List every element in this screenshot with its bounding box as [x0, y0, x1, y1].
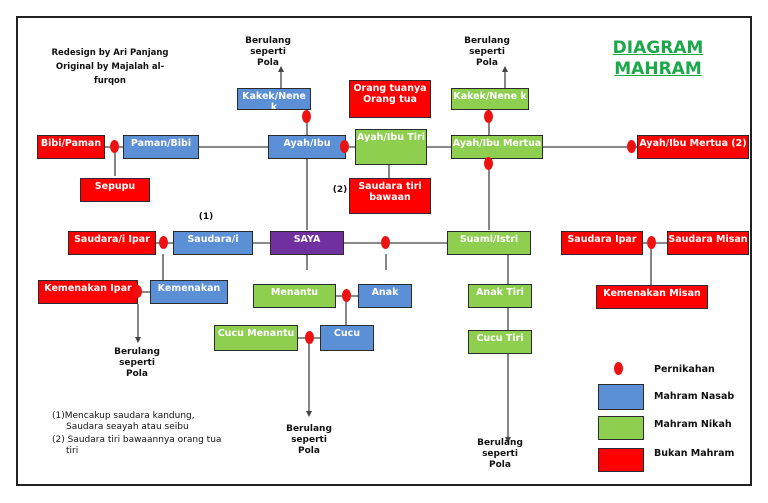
- node-saudara-i: Saudara/i: [173, 231, 253, 255]
- legend-mahram-nikah: Mahram Nikah: [654, 419, 732, 430]
- node-kakek-right: Kakek/Nene k: [451, 88, 529, 110]
- node-menantu: Menantu: [253, 284, 336, 308]
- node-ayah-ibu-mertua-bukan: Ayah/Ibu Mertua (2): [637, 135, 749, 159]
- node-saudara-ipar: Saudara/i Ipar: [68, 231, 156, 255]
- credit-line3: furqon: [94, 76, 126, 86]
- note-line: Pola: [489, 460, 511, 470]
- footnote-2b: tiri: [66, 446, 79, 456]
- marriage-dot-icon: [484, 157, 493, 170]
- marriage-dot-icon: [110, 140, 119, 153]
- credit-line2: Original by Majalah al-: [55, 62, 165, 72]
- note-line: Pola: [257, 58, 279, 68]
- footnote-1a: (1)Mencakup saudara kandung,: [52, 411, 195, 421]
- node-saudara-misan: Saudara Misan: [667, 231, 749, 255]
- marriage-dot-icon: [381, 236, 390, 249]
- diagram-title: DIAGRAM MAHRAM: [600, 38, 716, 80]
- note-line: Pola: [476, 58, 498, 68]
- marker-1: (1): [198, 212, 214, 222]
- marriage-dot-icon: [647, 236, 656, 249]
- title-line1: DIAGRAM: [612, 38, 704, 58]
- node-kemenakan: Kemenakan: [150, 280, 228, 304]
- node-suami-istri: Suami/Istri: [447, 231, 531, 255]
- arrow-down-middle-icon: [306, 411, 312, 417]
- node-kemenakan-ipar: Kemenakan Ipar: [38, 280, 138, 304]
- node-saudara-ipar-right: Saudara Ipar: [561, 231, 643, 255]
- note-line: seperti: [119, 358, 155, 368]
- node-ayah-ibu-mertua-nikah: Ayah/Ibu Mertua: [451, 135, 543, 159]
- note-line: Berulang: [245, 36, 291, 46]
- arrow-up-right-icon: [502, 66, 508, 72]
- note-line: Berulang: [114, 347, 160, 357]
- node-bibi-paman: Bibi/Paman: [37, 135, 105, 159]
- node-sepupu: Sepupu: [80, 178, 150, 202]
- footnote-2: (2) Saudara tiri bawaannya orang tua tir…: [52, 435, 252, 457]
- node-paman-bibi: Paman/Bibi: [123, 135, 199, 159]
- credit-line1: Redesign by Ari Panjang: [51, 48, 169, 58]
- credit-text: Redesign by Ari Panjang Original by Maja…: [40, 46, 180, 88]
- note-line: Berulang: [477, 438, 523, 448]
- node-orang-tua: Orang tuanya Orang tua: [349, 80, 431, 118]
- note-line: Berulang: [286, 424, 332, 434]
- node-ayah-ibu-tiri: Ayah/Ibu Tiri: [355, 129, 427, 165]
- legend-marriage-dot-icon: [614, 362, 623, 375]
- legend-pernikahan: Pernikahan: [654, 364, 715, 375]
- note-line: seperti: [469, 47, 505, 57]
- node-anak-tiri: Anak Tiri: [468, 284, 532, 308]
- note-line: seperti: [250, 47, 286, 57]
- marriage-dot-icon: [159, 236, 168, 249]
- node-kemenakan-misan: Kemenakan Misan: [596, 285, 708, 309]
- node-cucu-tiri: Cucu Tiri: [468, 330, 532, 354]
- node-ayah-ibu: Ayah/Ibu: [268, 135, 346, 159]
- diagram-frame: [16, 16, 752, 486]
- marker-2: (2): [332, 185, 348, 195]
- legend-bukan-mahram: Bukan Mahram: [654, 448, 735, 459]
- node-cucu-menantu: Cucu Menantu: [214, 325, 298, 351]
- note-line: Pola: [126, 369, 148, 379]
- footnote-1b: Saudara seayah atau seibu: [66, 422, 189, 432]
- legend-swatch-nikah: [598, 416, 644, 440]
- note-line: seperti: [482, 449, 518, 459]
- footnote-1: (1)Mencakup saudara kandung, Saudara sea…: [52, 411, 252, 433]
- legend-swatch-nasab: [598, 384, 644, 410]
- node-kakek-left: Kakek/Nene k: [237, 88, 311, 110]
- node-anak: Anak: [358, 284, 412, 308]
- arrow-down-right-icon: [505, 437, 511, 443]
- marriage-dot-icon: [305, 331, 314, 344]
- node-cucu: Cucu: [320, 325, 374, 351]
- note-line: Berulang: [464, 36, 510, 46]
- marriage-dot-icon: [340, 140, 349, 153]
- legend-swatch-bukan: [598, 448, 644, 472]
- footnote-2a: (2) Saudara tiri bawaannya orang tua: [52, 435, 222, 445]
- marriage-dot-icon: [302, 110, 311, 123]
- legend-mahram-nasab: Mahram Nasab: [654, 391, 735, 402]
- title-line2: MAHRAM: [614, 59, 702, 79]
- note-line: Pola: [298, 446, 320, 456]
- arrow-up-left-icon: [278, 66, 284, 72]
- marriage-dot-icon: [342, 289, 351, 302]
- marriage-dot-icon: [133, 285, 142, 298]
- note-line: seperti: [291, 435, 327, 445]
- arrow-down-left-icon: [135, 337, 141, 343]
- marriage-dot-icon: [627, 140, 636, 153]
- marriage-dot-icon: [484, 110, 493, 123]
- node-saya: SAYA: [270, 231, 344, 255]
- node-saudara-tiri: Saudara tiri bawaan: [349, 178, 431, 214]
